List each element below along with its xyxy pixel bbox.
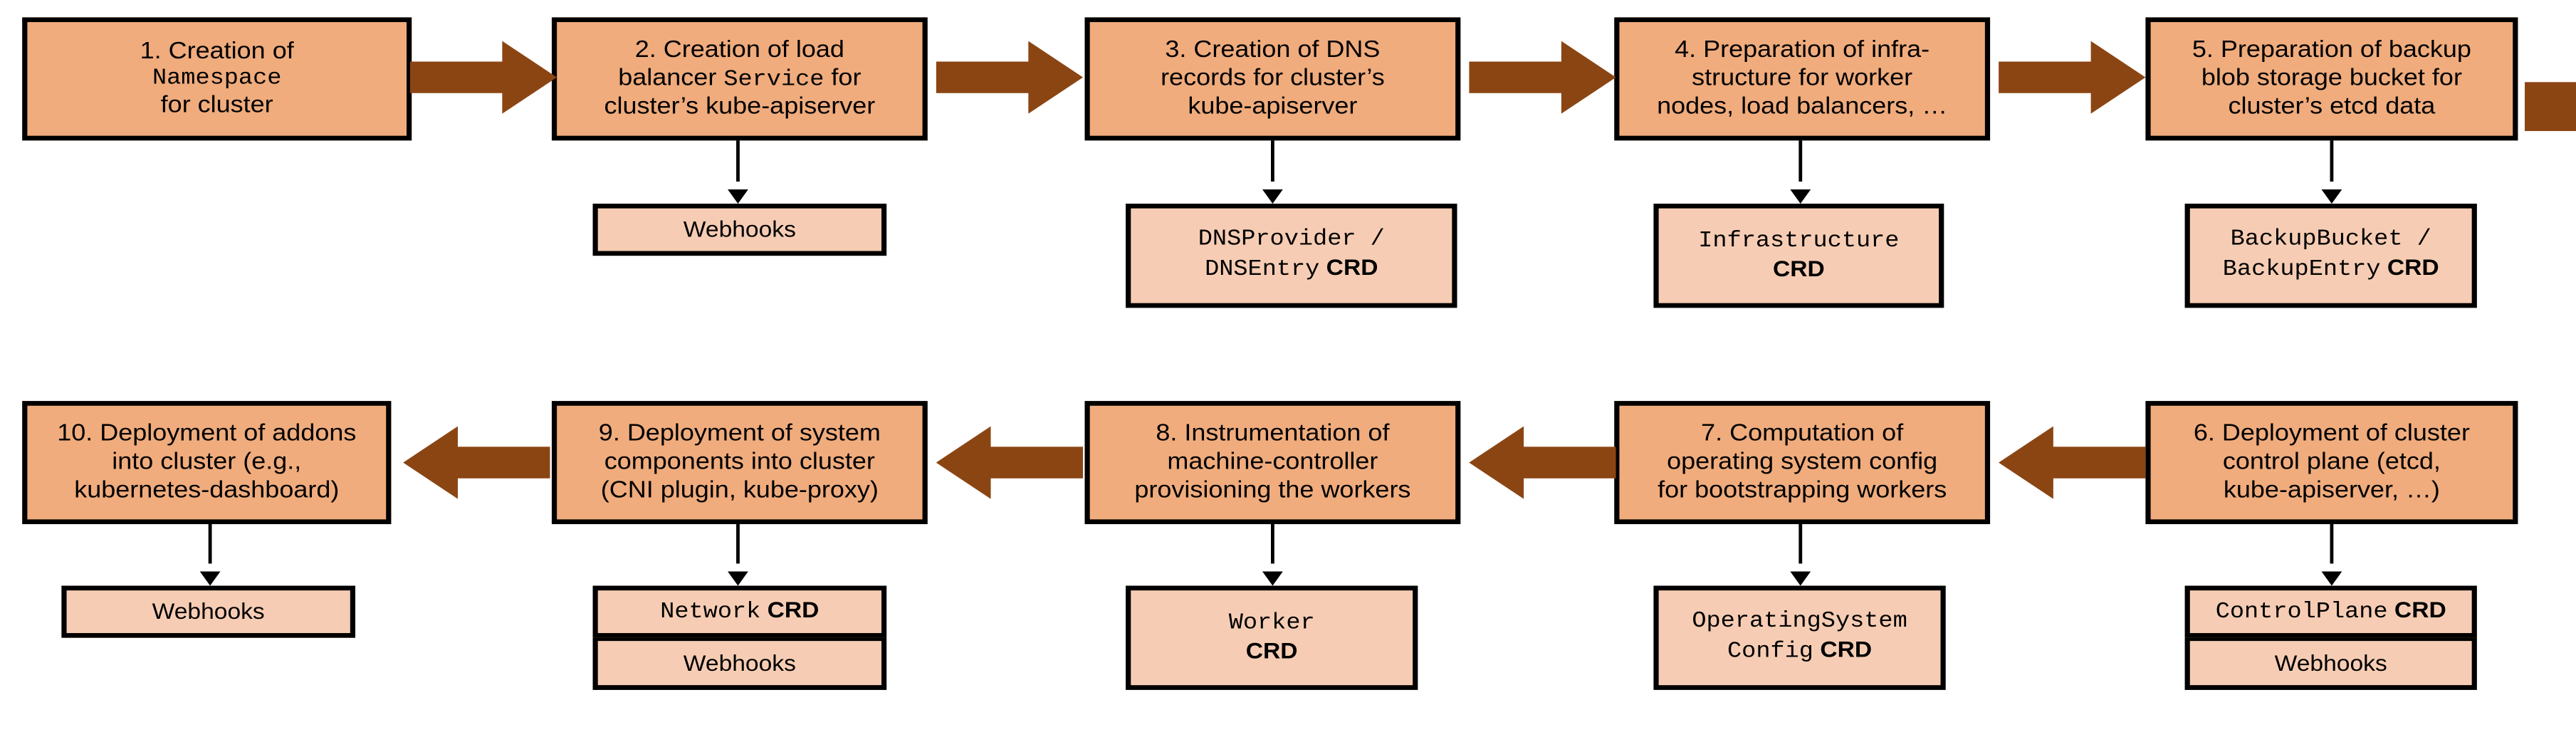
webhooks-label: Webhooks [683,649,796,675]
step-2-line-1: 2. Creation of load [634,36,844,63]
connector-step4-crd [1790,140,1811,204]
step-6-line-3: kube-apiserver, …) [2223,476,2440,503]
step-8-line-3: provisioning the workers [1134,476,1411,503]
step-1-line-1: 1. Creation of [140,38,294,66]
step-4-line-1: 4. Preparation of infra- [1675,37,1930,64]
crd-box-infrastructure[interactable]: Infrastructure CRD [1653,203,1944,308]
step-box-1[interactable]: 1. Creation of Namespace for cluster [22,17,412,141]
crd-network-label: Network CRD [660,597,820,626]
flow-arrow-3-to-4 [1469,41,1616,114]
step-2-line-2: balancer Service for [618,64,862,93]
step-3-line-1: 3. Creation of DNS [1165,37,1381,64]
step-9-line-2: components into cluster [604,448,875,476]
crd-box-osc[interactable]: OperatingSystem Config CRD [1653,585,1946,690]
crd-box-network-group[interactable]: Network CRD Webhooks [592,585,887,690]
connector-step6-crd [2321,524,2342,586]
webhooks-box-step6[interactable]: Webhooks [2184,637,2477,690]
step-6-line-1: 6. Deployment of cluster [2193,420,2470,448]
connector-step10-webhooks [199,524,221,586]
webhooks-label: Webhooks [2274,649,2387,675]
connector-step8-crd [1262,524,1283,586]
webhooks-label: Webhooks [683,216,796,242]
step-3-line-2: records for cluster’s [1161,65,1385,92]
step-9-line-1: 9. Deployment of system [598,420,881,448]
flow-arrow-4-to-5 [1999,41,2146,114]
step-5-line-2: blob storage bucket for [2201,65,2462,92]
webhooks-label: Webhooks [152,598,265,624]
step-box-3[interactable]: 3. Creation of DNS records for cluster’s… [1084,17,1461,141]
step-box-5[interactable]: 5. Preparation of backup blob storage bu… [2145,17,2518,141]
crd-box-controlplane[interactable]: ControlPlane CRD [2184,585,2477,638]
crd-box-network[interactable]: Network CRD [592,585,887,638]
flow-arrow-9-to-10 [403,426,550,499]
step-10-line-2: into cluster (e.g., [112,448,302,476]
step-8-line-1: 8. Instrumentation of [1156,420,1390,448]
flow-arrow-7-to-8 [1469,426,1616,499]
crd-backup-line-1: BackupBucket / [2230,227,2431,254]
crd-dns-line-2: DNSEntry CRD [1205,254,1378,283]
crd-box-backup[interactable]: BackupBucket / BackupEntry CRD [2184,203,2477,308]
crd-backup-line-2: BackupEntry CRD [2222,254,2439,283]
webhooks-box-step9[interactable]: Webhooks [592,637,887,690]
step-box-7[interactable]: 7. Computation of operating system confi… [1614,401,1991,525]
connector-step5-crd [2321,140,2342,204]
step-box-6[interactable]: 6. Deployment of cluster control plane (… [2145,401,2518,525]
connector-step7-crd [1790,524,1811,586]
step-3-line-3: kube-apiserver [1188,93,1358,120]
step-7-line-2: operating system config [1667,448,1938,476]
connector-step3-crd [1262,140,1283,204]
step-5-line-1: 5. Preparation of backup [2192,37,2471,64]
crd-controlplane-label: ControlPlane CRD [2215,597,2446,626]
step-10-line-3: kubernetes-dashboard) [74,476,340,503]
crd-box-worker[interactable]: Worker CRD [1126,585,1418,690]
step-6-line-2: control plane (etcd, [2222,448,2441,476]
flow-arrow-8-to-9 [936,426,1084,499]
flow-arrow-6-to-7 [1999,426,2146,499]
step-8-line-2: machine-controller [1167,448,1378,476]
crd-box-dns[interactable]: DNSProvider / DNSEntry CRD [1126,203,1457,308]
crd-worker-line-2: CRD [1245,637,1298,664]
step-box-9[interactable]: 9. Deployment of system components into … [551,401,928,525]
step-box-4[interactable]: 4. Preparation of infra- structure for w… [1614,17,1991,141]
crd-box-controlplane-group[interactable]: ControlPlane CRD Webhooks [2184,585,2477,690]
flow-arrow-5-to-6-elbow [2525,41,2576,499]
step-4-line-3: nodes, load balancers, … [1657,93,1948,120]
step-1-line-2: Namespace [152,66,282,91]
step-9-line-3: (CNI plugin, kube-proxy) [600,476,879,503]
webhooks-box-step2[interactable]: Webhooks [592,203,887,256]
crd-infra-line-2: CRD [1772,256,1825,281]
crd-osc-line-2: Config CRD [1727,636,1873,665]
step-box-2[interactable]: 2. Creation of load balancer Service for… [551,17,928,141]
step-box-10[interactable]: 10. Deployment of addons into cluster (e… [22,401,392,525]
step-5-line-3: cluster’s etcd data [2228,93,2436,120]
flow-arrow-2-to-3 [936,41,1084,114]
step-4-line-2: structure for worker [1692,65,1913,92]
step-2-line-3: cluster’s kube-apiserver [604,93,876,121]
step-box-8[interactable]: 8. Instrumentation of machine-controller… [1084,401,1461,525]
connector-step9-crd [728,524,748,586]
crd-infra-line-1: Infrastructure [1698,229,1900,255]
flow-arrow-1-to-2 [409,41,557,114]
step-7-line-3: for bootstrapping workers [1658,476,1947,503]
step-1-line-3: for cluster [160,92,273,119]
crd-worker-line-1: Worker [1228,611,1315,637]
crd-dns-line-1: DNSProvider / [1198,227,1385,254]
step-7-line-1: 7. Computation of [1701,420,1904,448]
step-10-line-1: 10. Deployment of addons [57,420,357,448]
connector-step2-webhooks [728,140,748,204]
crd-osc-line-1: OperatingSystem [1692,610,1907,635]
webhooks-box-step10[interactable]: Webhooks [61,585,356,638]
